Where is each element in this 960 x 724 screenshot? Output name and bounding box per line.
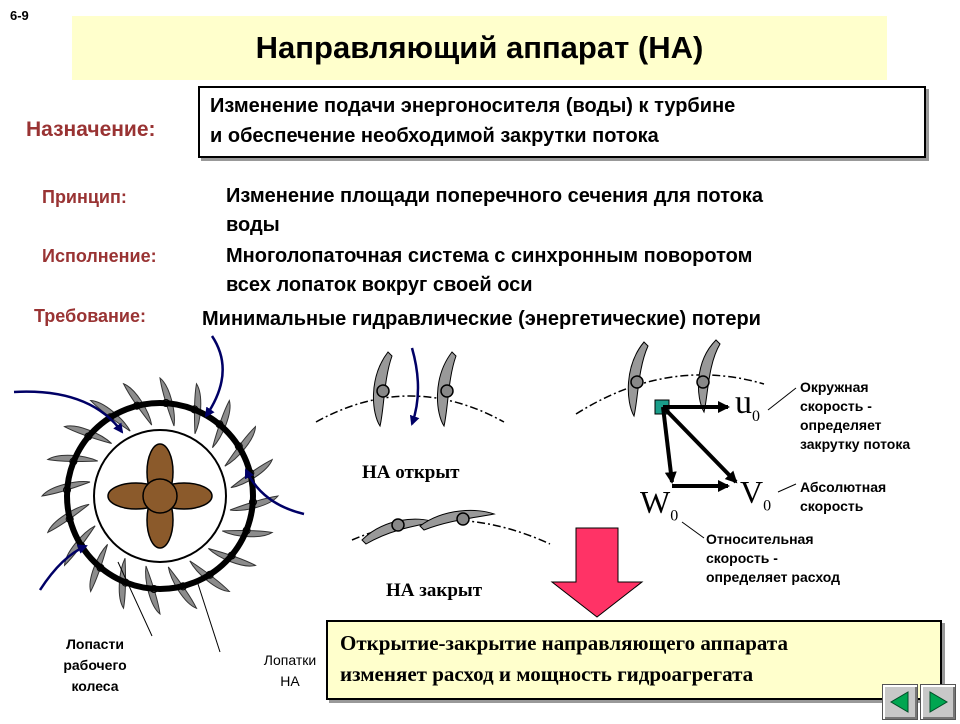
v0-note: Абсолютная скорость [800, 479, 887, 514]
execution-label: Исполнение: [42, 246, 157, 266]
play-left-icon [890, 691, 909, 713]
requirement-label: Требование: [34, 306, 146, 326]
vane-axis [440, 384, 454, 398]
principle-text: Изменение площади поперечного сечения дл… [226, 182, 763, 240]
v0-subscript: 0 [763, 497, 772, 515]
vane-axis [696, 375, 710, 389]
guide-vane-ring [64, 400, 256, 592]
pitch-circle [315, 395, 505, 423]
purpose-line-2: и обеспечение необходимой закрутки поток… [210, 125, 659, 147]
u0-symbol: u0 [735, 384, 760, 425]
purpose-box: Изменение подачи энергоносителя (воды) к… [198, 86, 926, 158]
requirement-text: Минимальные гидравлические (энергетическ… [202, 308, 761, 330]
w0-note: Относительная скорость - определяет расх… [706, 531, 841, 585]
down-arrow [550, 527, 644, 618]
guide-vanes-label: Лопатки НА [263, 652, 317, 689]
flow-arrow [38, 544, 88, 591]
principle-line-2: воды [226, 214, 280, 236]
u0-subscript: 0 [752, 407, 760, 425]
page-title: Направляющий аппарат (НА) [255, 30, 704, 65]
play-right-icon [929, 691, 948, 713]
runner-hub [142, 478, 178, 514]
w0-leader-line [681, 521, 705, 539]
v0-vector [661, 405, 738, 484]
execution-line-2: всех лопаток вокруг своей оси [226, 274, 533, 296]
w0-vector [661, 406, 677, 484]
open-label: НА открыт [362, 462, 460, 483]
u0-note: Окружная скорость - определяет закрутку … [800, 379, 911, 452]
principle-label: Принцип: [42, 187, 127, 207]
principle-line-1: Изменение площади поперечного сечения дл… [226, 185, 764, 207]
guide-vane [697, 339, 721, 414]
closed-label: НА закрыт [386, 580, 483, 601]
flow-arrow [204, 335, 224, 418]
purpose-line-1: Изменение подачи энергоносителя (воды) к… [210, 95, 736, 117]
conclusion-line-2: изменяет расход и мощность гидроагрегата [340, 662, 754, 686]
execution-text: Многолопаточная система с синхронным пов… [226, 242, 752, 300]
vane-axis [630, 375, 644, 389]
w0-subscript: 0 [670, 507, 679, 525]
slide-number: 6-9 [10, 8, 29, 23]
title-bar: Направляющий аппарат (НА) [72, 16, 887, 80]
vane-axis [391, 518, 405, 532]
flow-arrow [409, 347, 420, 426]
flow-arrow [13, 390, 124, 434]
turbine-assembly [13, 335, 305, 653]
u0-leader-line [767, 387, 797, 411]
pitch-circle [575, 374, 765, 415]
purpose-label: Назначение: [26, 118, 156, 141]
prev-slide-button[interactable] [882, 684, 918, 720]
open-section [315, 347, 505, 428]
vane-leader-line [197, 583, 221, 653]
conclusion-box: Открытие-закрытие направляющего аппарата… [326, 620, 942, 700]
v0-leader-line [777, 483, 797, 493]
runner-blades-label: Лопасти рабочего колеса [63, 636, 127, 694]
v0-symbol: V0 [740, 474, 772, 515]
execution-line-1: Многолопаточная система с синхронным пов… [226, 245, 753, 267]
closed-section [351, 509, 551, 545]
w0-symbol: W0 [640, 484, 679, 525]
conclusion-line-1: Открытие-закрытие направляющего аппарата [340, 631, 788, 655]
vane-axis [376, 384, 390, 398]
flow-arrow [244, 468, 305, 516]
runner [107, 443, 213, 549]
next-slide-button[interactable] [920, 684, 956, 720]
runner-leader-line [117, 561, 153, 637]
vane-axis [456, 512, 470, 526]
velocity-triangle [575, 339, 797, 539]
